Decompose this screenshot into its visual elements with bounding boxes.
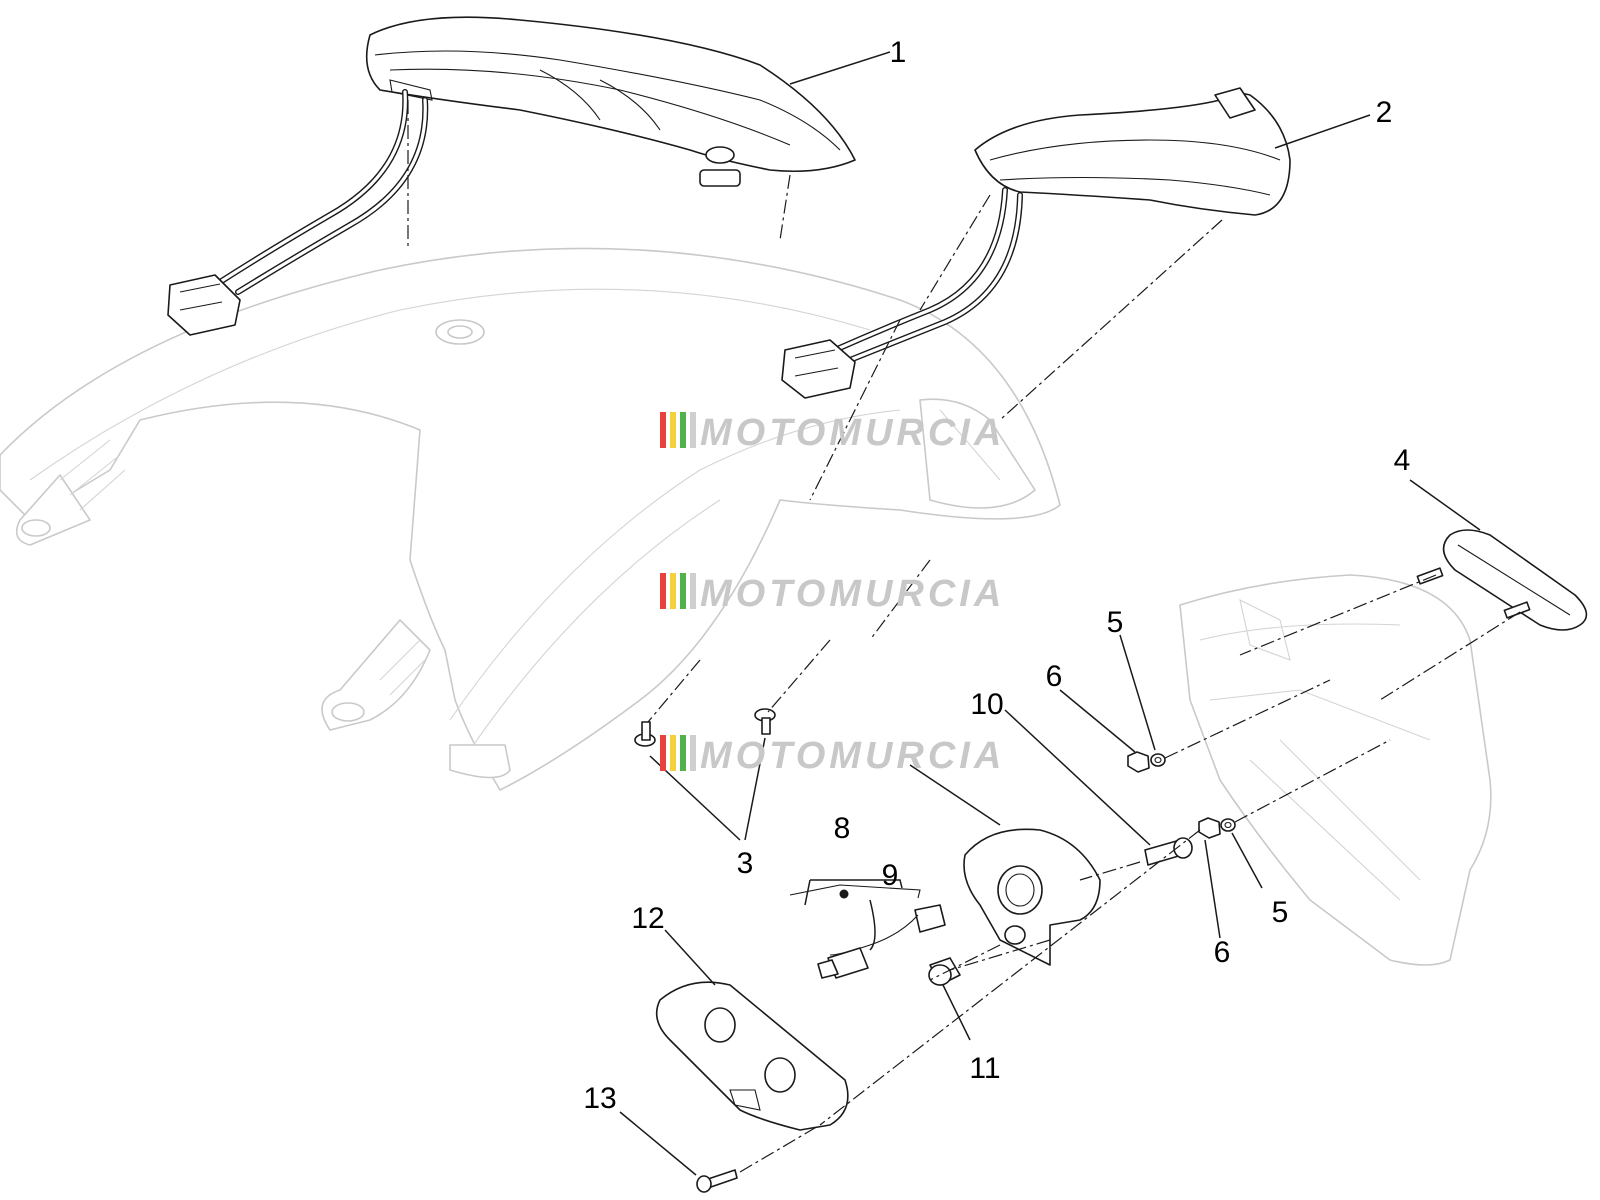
tail-light-right-cable [781, 187, 1023, 399]
reflector [1416, 529, 1588, 631]
assembly-lines [407, 100, 1521, 1173]
nut-lower [1198, 817, 1221, 839]
license-light-housing [963, 828, 1101, 966]
bulb [928, 957, 961, 986]
callout-5-upper: 5 [1107, 606, 1124, 639]
tail-light-right [974, 87, 1291, 216]
leader-lines [619, 51, 1481, 1176]
washer-upper [1150, 753, 1166, 767]
license-light-cover [655, 981, 849, 1131]
callout-12: 12 [631, 902, 664, 935]
watermark-1: MOTOMURCIA [660, 412, 1005, 454]
callout-6-lower: 6 [1214, 936, 1231, 969]
small-screw [696, 1169, 738, 1193]
callout-6-upper: 6 [1046, 660, 1063, 693]
tail-light-left-cable [167, 89, 429, 336]
tail-light-left [365, 16, 856, 187]
callout-3: 3 [737, 847, 754, 880]
callout-10: 10 [970, 688, 1003, 721]
callout-13: 13 [583, 1082, 616, 1115]
bolt [1144, 837, 1193, 866]
watermark-text: MOTOMURCIA [700, 735, 1005, 777]
license-plate-holder [1179, 574, 1492, 966]
rear-fender [0, 247, 1061, 791]
wiring-with-socket [789, 884, 946, 979]
callout-5-lower: 5 [1272, 896, 1289, 929]
callout-2: 2 [1376, 96, 1393, 129]
screw-pair [634, 708, 776, 747]
callout-labels: 1 2 3 4 5 6 5 6 8 9 10 11 12 13 [583, 36, 1410, 1115]
watermark-3: MOTOMURCIA [660, 735, 1005, 777]
callout-8: 8 [834, 812, 851, 845]
watermark-text: MOTOMURCIA [700, 412, 1005, 454]
watermark-2: MOTOMURCIA [660, 573, 1005, 615]
watermark-text: MOTOMURCIA [700, 573, 1005, 615]
washer-lower [1220, 818, 1236, 832]
nut-upper [1127, 751, 1150, 773]
callout-9: 9 [882, 859, 899, 892]
callout-1: 1 [890, 36, 907, 69]
callout-11: 11 [969, 1052, 1000, 1085]
callout-4: 4 [1394, 444, 1411, 477]
